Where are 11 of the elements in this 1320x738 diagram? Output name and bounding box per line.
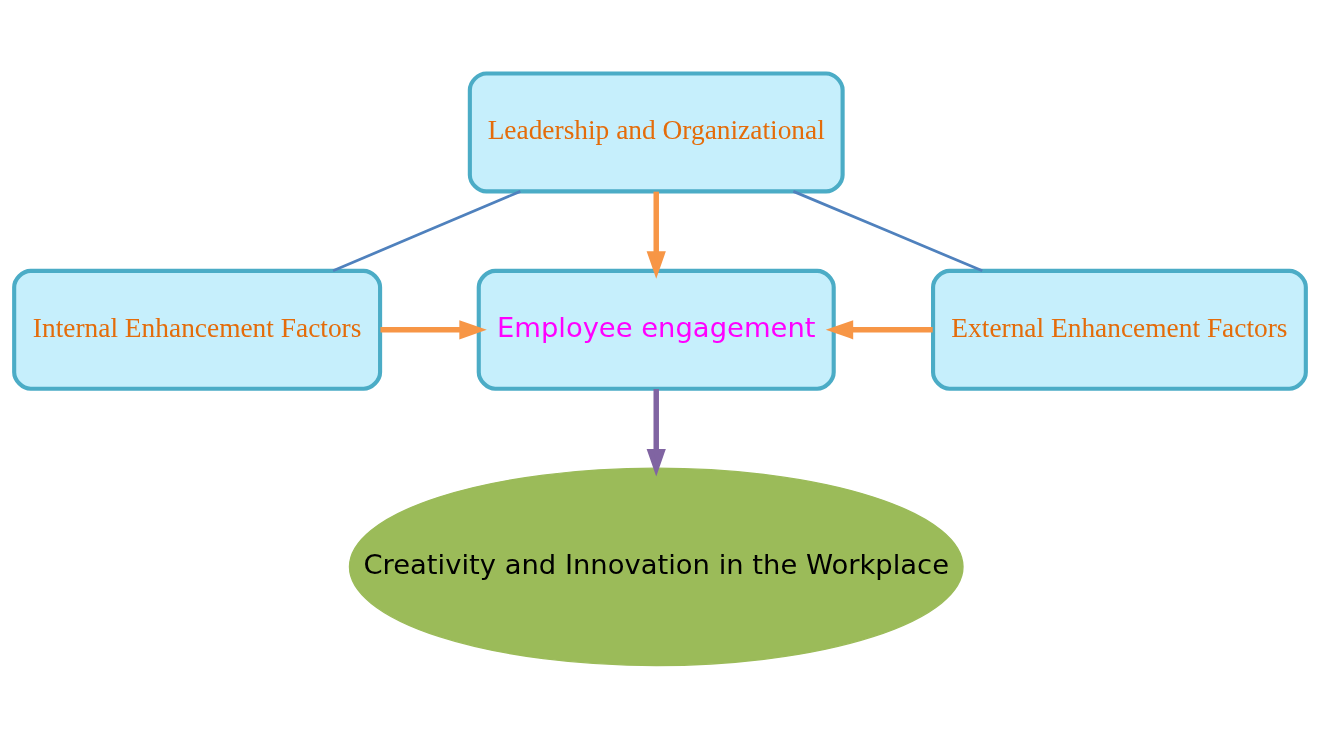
node-ellipse: Creativity and Innovation in the Workplace xyxy=(348,467,964,666)
node-box: External Enhancement Factors xyxy=(931,268,1308,391)
node-box: Employee engagement xyxy=(476,268,836,391)
node-box: Leadership and Organizational xyxy=(467,70,845,193)
arrow xyxy=(380,319,487,339)
arrow xyxy=(646,388,666,476)
connector xyxy=(792,189,983,272)
arrow xyxy=(825,319,933,339)
node-box: Internal Enhancement Factors xyxy=(12,268,383,391)
arrow xyxy=(646,191,666,279)
connector xyxy=(332,189,521,272)
